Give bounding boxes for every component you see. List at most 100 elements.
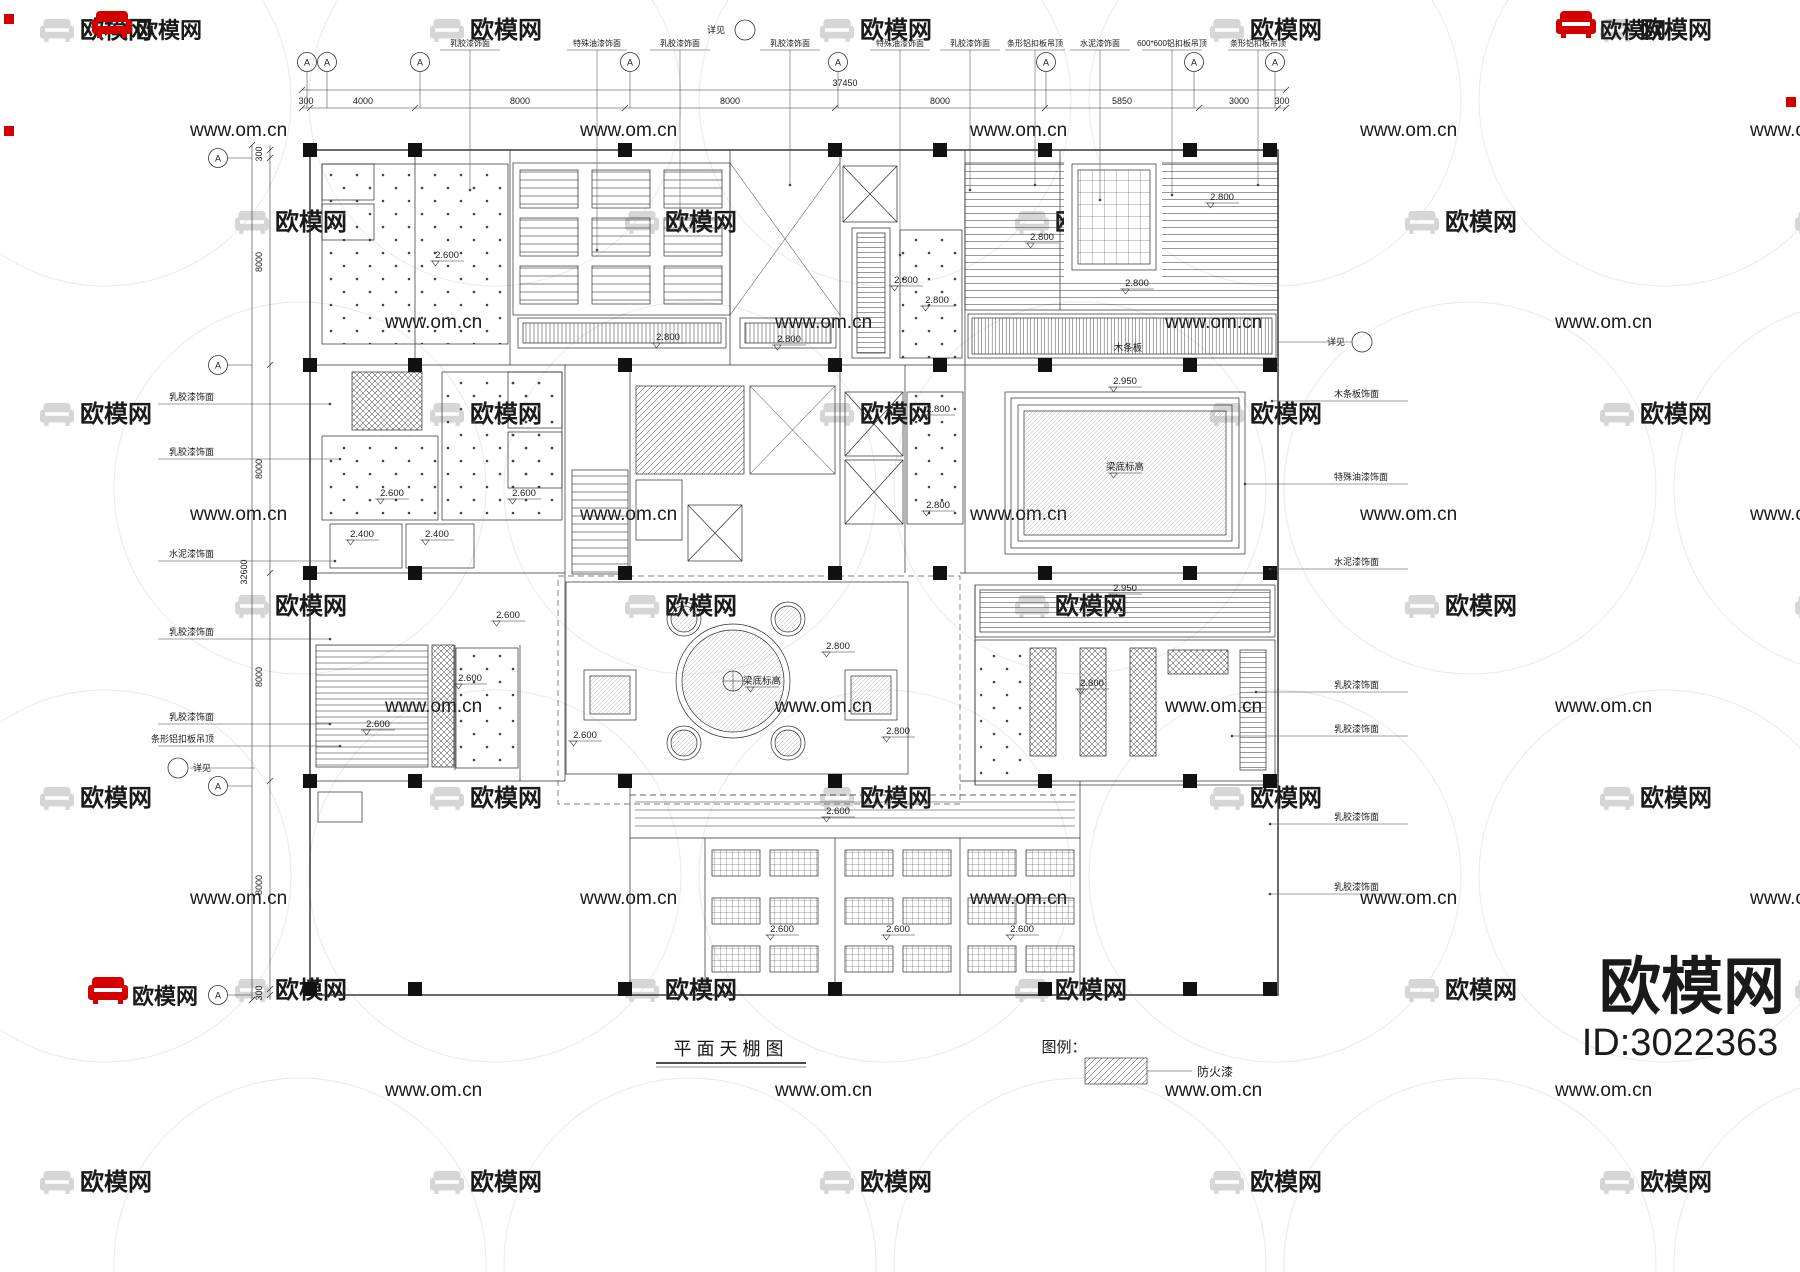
level-label: 2.800: [1205, 192, 1239, 209]
svg-text:A: A: [1191, 58, 1197, 68]
level-label: 2.600: [361, 719, 395, 736]
svg-text:A: A: [417, 58, 423, 68]
watermark-brand: 欧模网: [1015, 976, 1127, 1004]
column: [1038, 982, 1052, 996]
sofa-icon: [1556, 11, 1596, 38]
column: [828, 358, 842, 372]
level-label: 2.600: [430, 250, 464, 267]
sofa-icon: [820, 18, 854, 42]
svg-text:2.600: 2.600: [573, 730, 597, 741]
watermark-brand: 欧模网: [1405, 592, 1517, 620]
sofa-icon: [430, 786, 464, 810]
watermark-url: www.om.cn: [1359, 888, 1457, 909]
svg-text:条形铝扣板吊顶: 条形铝扣板吊顶: [151, 733, 214, 744]
svg-text:2.800: 2.800: [894, 275, 918, 286]
column: [828, 566, 842, 580]
svg-text:特殊油漆饰面: 特殊油漆饰面: [1334, 471, 1388, 482]
svg-text:2.800: 2.800: [826, 641, 850, 652]
svg-text:乳胶漆饰面: 乳胶漆饰面: [770, 38, 810, 48]
sofa-icon: [1405, 210, 1439, 234]
watermark-brand: 欧模网: [1210, 400, 1322, 428]
dimension-label: 300: [1274, 96, 1289, 106]
watermark-url: www.om.cn: [1554, 696, 1652, 717]
svg-text:2.600: 2.600: [886, 924, 910, 935]
column: [933, 566, 947, 580]
svg-text:A: A: [215, 154, 221, 164]
grid-ceiling-600x600: [1071, 163, 1157, 271]
watermark-url: www.om.cn: [1554, 1080, 1652, 1101]
rooms-mid-left: [321, 371, 563, 569]
sofa-icon: [1600, 786, 1634, 810]
dimension-label: 8000: [254, 875, 264, 895]
watermark-url: www.om.cn: [1749, 504, 1800, 525]
svg-text:乳胶漆饰面: 乳胶漆饰面: [1334, 881, 1379, 892]
watermark-brand: 欧模网: [1210, 784, 1322, 812]
callout-right: 乳胶漆饰面: [1268, 881, 1408, 896]
level-label: 2.600: [568, 730, 602, 747]
structural-columns: [303, 143, 1277, 996]
svg-text:乳胶漆饰面: 乳胶漆饰面: [169, 626, 214, 637]
svg-text:乳胶漆饰面: 乳胶漆饰面: [1334, 679, 1379, 690]
brand-mark-square: [4, 14, 14, 24]
svg-text:欧模网: 欧模网: [1640, 784, 1712, 812]
svg-text:A: A: [835, 58, 841, 68]
watermark-brand: 欧模网: [40, 400, 152, 428]
svg-text:详见: 详见: [193, 762, 211, 773]
level-label: 2.800: [1120, 278, 1154, 295]
svg-text:A: A: [304, 58, 310, 68]
detail-ref: 详见: [707, 19, 756, 41]
svg-text:特殊油漆饰面: 特殊油漆饰面: [573, 38, 621, 48]
callout-left: 乳胶漆饰面: [158, 391, 332, 406]
fireproof-hatched-area: [974, 639, 1276, 786]
svg-text:2.400: 2.400: [425, 529, 449, 540]
level-label: 2.600: [881, 924, 915, 941]
dimension-label: 300: [254, 146, 264, 161]
watermark-brand: 欧模网: [1210, 16, 1322, 44]
watermark-brand: 欧模网: [430, 784, 542, 812]
svg-text:2.600: 2.600: [770, 924, 794, 935]
grid-bubble: A: [828, 52, 848, 108]
watermark-url: www.om.cn: [579, 120, 677, 141]
sofa-icon: [1795, 594, 1800, 618]
svg-text:2.600: 2.600: [1010, 924, 1034, 935]
dimension-label: 8000: [254, 667, 264, 687]
watermark-url: www.om.cn: [1164, 1080, 1262, 1101]
callout-left: 乳胶漆饰面: [158, 626, 332, 641]
room-diagonals: [729, 162, 841, 316]
grid-bubble: A: [1265, 52, 1285, 108]
svg-text:2.800: 2.800: [656, 332, 680, 343]
svg-text:A: A: [324, 58, 330, 68]
svg-text:2.600: 2.600: [496, 610, 520, 621]
dimension-label: 5850: [1112, 96, 1132, 106]
corridor-louvers: [635, 801, 1075, 827]
svg-text:欧模网: 欧模网: [1640, 400, 1712, 428]
column: [1263, 358, 1277, 372]
watermark-brand: 欧模网: [1600, 1168, 1712, 1196]
brand-text: 欧模网: [132, 984, 198, 1009]
watermark-url: www.om.cn: [1359, 120, 1457, 141]
level-label: 2.400: [420, 529, 454, 546]
svg-text:A: A: [1043, 58, 1049, 68]
room-dotted-2: [906, 391, 964, 525]
legend-swatch-fireproof: [1084, 1057, 1148, 1085]
callout-top: 特殊油漆饰面: [567, 38, 627, 252]
watermark-url: www.om.cn: [579, 888, 677, 909]
svg-text:欧模网: 欧模网: [80, 400, 152, 428]
level-label: 2.800: [772, 334, 806, 351]
watermark-brand: 欧模网: [625, 976, 737, 1004]
louver-ceiling-top: [512, 162, 731, 316]
column: [408, 774, 422, 788]
room-top-left: [321, 163, 509, 345]
column: [1038, 358, 1052, 372]
level-label: 2.600: [491, 610, 525, 627]
watermark-url: www.om.cn: [1554, 312, 1652, 333]
watermark-url: www.om.cn: [1359, 504, 1457, 525]
column: [303, 143, 317, 157]
light-trough-2: [739, 317, 837, 349]
svg-text:A: A: [215, 361, 221, 371]
svg-text:2.800: 2.800: [1210, 192, 1234, 203]
svg-text:欧模网: 欧模网: [80, 784, 152, 812]
watermark-brand: 欧模网: [820, 16, 932, 44]
svg-text:欧模网: 欧模网: [860, 784, 932, 812]
watermark-brand: 欧模网: [40, 1168, 152, 1196]
